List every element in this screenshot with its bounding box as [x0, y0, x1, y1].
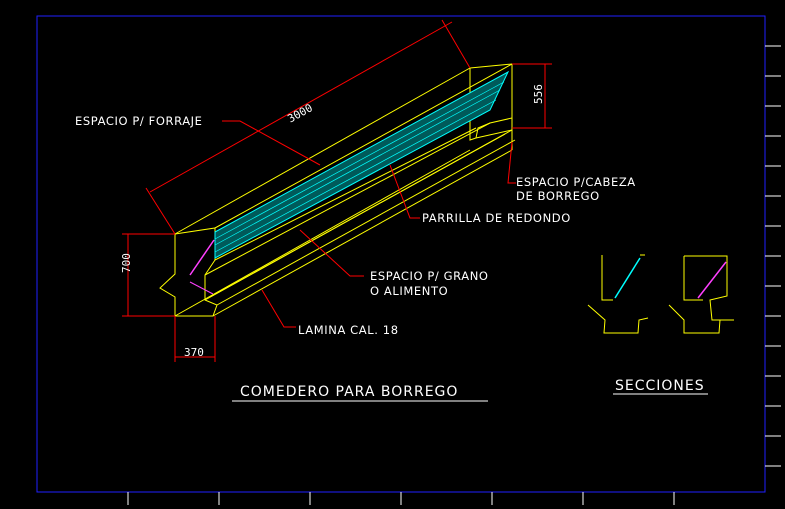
grill-hatch: [214, 70, 510, 259]
height-dimension: 700: [120, 253, 133, 273]
dimension-lines: [122, 19, 552, 362]
drawing-title: COMEDERO PARA BORREGO: [240, 384, 458, 400]
end-height-dimension: 556: [532, 84, 545, 104]
section-right: [668, 255, 734, 334]
sections-title: SECCIONES: [615, 378, 705, 394]
label-forage-space: ESPACIO P/ FORRAJE: [75, 114, 203, 128]
feeder-isometric: [159, 63, 516, 317]
length-dimension: 3000: [285, 101, 314, 125]
section-left-grill: [614, 257, 641, 299]
label-head-space-2: DE BORREGO: [516, 189, 600, 203]
section-left: [587, 254, 649, 334]
right-ruler: [765, 45, 781, 467]
width-dimension: 370: [184, 346, 204, 359]
label-sheet: LAMINA CAL. 18: [298, 323, 399, 337]
section-right-grill: [697, 261, 727, 299]
front-grill-rod: [189, 239, 215, 276]
drawing-border: [36, 15, 766, 493]
label-grain-space-1: ESPACIO P/ GRANO: [370, 269, 489, 283]
label-grill: PARRILLA DE REDONDO: [422, 211, 571, 225]
front-grill-rod: [189, 281, 214, 295]
label-head-space-1: ESPACIO P/CABEZA: [516, 175, 636, 189]
bottom-ruler: [127, 492, 675, 505]
label-grain-space-2: O ALIMENTO: [370, 284, 448, 298]
